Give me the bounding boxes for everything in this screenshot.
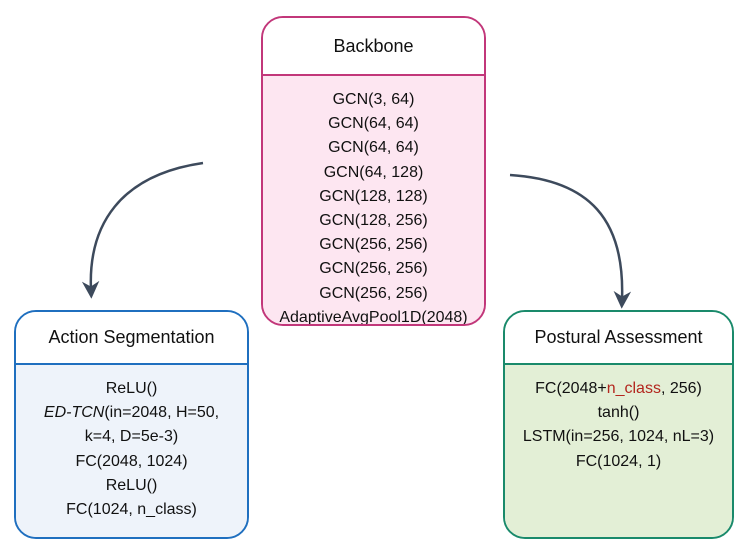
- action-layer: ReLU(): [105, 476, 158, 494]
- backbone-layer: GCN(128, 256): [319, 212, 428, 230]
- postural-layer: tanh(): [597, 404, 640, 422]
- action-layer: FC(2048, 1024): [75, 452, 188, 470]
- backbone-title: Backbone: [263, 18, 484, 76]
- backbone-layer: GCN(64, 64): [328, 115, 419, 133]
- fc-prefix: FC(2048+: [535, 380, 607, 397]
- backbone-layer: GCN(64, 128): [323, 163, 424, 181]
- action-layer: k=4, D=5e-3): [84, 428, 179, 446]
- arrow-to-action-segmentation: [81, 161, 204, 299]
- edtcn-name: ED-TCN: [43, 404, 105, 422]
- action-segmentation-layers: ReLU() ED-TCN(in=2048, H=50, k=4, D=5e-3…: [16, 365, 247, 537]
- backbone-layer: GCN(64, 64): [328, 139, 419, 157]
- backbone-layer: GCN(128, 128): [319, 187, 428, 205]
- postural-layer: FC(1024, 1): [575, 452, 662, 470]
- action-layer: ReLU(): [105, 380, 158, 397]
- postural-layer-fc: FC(2048+n_class, 256): [505, 377, 732, 401]
- action-layer: FC(1024, n_class): [66, 501, 197, 519]
- postural-assessment-title: Postural Assessment: [505, 312, 732, 365]
- backbone-layer: GCN(3, 64): [332, 91, 415, 108]
- backbone-box: Backbone GCN(3, 64) GCN(64, 64) GCN(64, …: [261, 16, 486, 326]
- backbone-layer: GCN(256, 256): [319, 260, 428, 278]
- backbone-layers: GCN(3, 64) GCN(64, 64) GCN(64, 64) GCN(6…: [263, 76, 484, 326]
- backbone-layer: GCN(256, 256): [319, 236, 428, 254]
- edtcn-args: (in=2048, H=50,: [104, 404, 220, 422]
- postural-layer: LSTM(in=256, 1024, nL=3): [522, 428, 715, 446]
- postural-assessment-layers: FC(2048+n_class, 256) tanh() LSTM(in=256…: [505, 365, 732, 537]
- postural-assessment-box: Postural Assessment FC(2048+n_class, 256…: [503, 310, 734, 539]
- action-layer-edtcn: ED-TCN(in=2048, H=50,: [16, 401, 247, 425]
- arrow-to-postural-assessment: [509, 173, 632, 309]
- action-segmentation-box: Action Segmentation ReLU() ED-TCN(in=204…: [14, 310, 249, 539]
- n-class-highlight: n_class: [606, 380, 661, 397]
- fc-suffix: , 256): [660, 380, 702, 397]
- backbone-layer: AdaptiveAvgPool1D(2048): [279, 308, 468, 326]
- backbone-layer: GCN(256, 256): [319, 284, 428, 302]
- action-segmentation-title: Action Segmentation: [16, 312, 247, 365]
